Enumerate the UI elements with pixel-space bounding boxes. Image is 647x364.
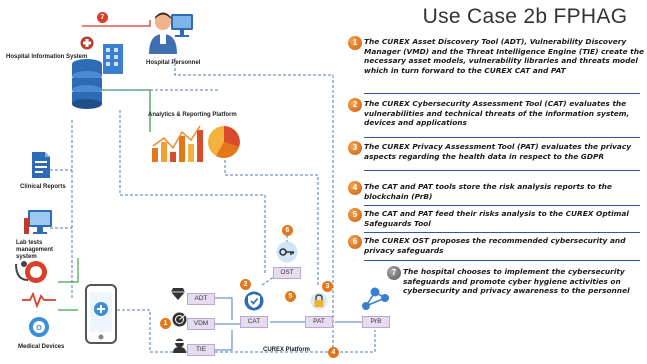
- stethoscope-icon: [14, 258, 50, 288]
- cat-box: CAT: [240, 316, 268, 328]
- step-4: 4 The CAT and PAT tools store the risk a…: [348, 181, 644, 207]
- step-4-text: The CAT and PAT tools store the risk ana…: [364, 182, 612, 201]
- database-icon: [70, 42, 110, 112]
- step-6-underline: [364, 260, 640, 261]
- ost-box: OST: [273, 267, 301, 279]
- wire-adt-cat: [208, 297, 233, 320]
- step-badge-2: 2: [240, 279, 251, 290]
- step-3: 3 The CUREX Privacy Assessment Tool (PAT…: [348, 141, 644, 179]
- adt-box: ADT: [187, 293, 215, 305]
- step-3-text: The CUREX Privacy Assessment Tool (PAT) …: [364, 142, 632, 161]
- step-1-underline: [364, 93, 640, 94]
- wire-his-personnel: [82, 20, 151, 27]
- medical-cross-icon: [80, 36, 94, 50]
- step-5: 5 The CAT and PAT feed their risks analy…: [348, 208, 644, 234]
- step-2: 2 The CUREX Cybersecurity Assessment Too…: [348, 98, 644, 138]
- step-2-text: The CUREX Cybersecurity Assessment Tool …: [364, 99, 630, 128]
- step-7-number: 7: [387, 266, 401, 280]
- step-7: 7 The hospital chooses to implement the …: [387, 266, 645, 308]
- his-label: Hospital Information System: [6, 54, 88, 60]
- lab-tests-label-text: Lab tests management system: [16, 240, 54, 260]
- curex-platform-label: CUREX Platform: [263, 347, 311, 353]
- wire-personnel-right: [174, 58, 334, 352]
- lab-tests-icon: [22, 208, 56, 236]
- step-badge-1: 1: [160, 318, 171, 329]
- step-1-number: 1: [348, 36, 362, 50]
- key-icon: [276, 241, 298, 263]
- wire-medical-green: [58, 258, 79, 283]
- lab-tests-label: Lab tests management system: [16, 240, 64, 261]
- heartbeat-icon: [22, 291, 56, 309]
- step-5-number: 5: [348, 208, 362, 222]
- spy-icon: [172, 337, 187, 353]
- connection-lines: [50, 20, 345, 353]
- step-2-number: 2: [348, 98, 362, 112]
- clinical-reports-label: Clinical Reports: [20, 184, 66, 190]
- lock-icon: [310, 292, 328, 310]
- step-1-text: The CUREX Asset Discovery Tool (ADT), Vu…: [364, 37, 644, 75]
- mobile-phone-icon: [84, 284, 118, 344]
- hospital-personnel-icon: [145, 8, 199, 58]
- wire-tie-cat: [208, 330, 233, 351]
- tie-box: TIE: [187, 344, 215, 356]
- step-6-number: 6: [348, 235, 362, 249]
- hospital-personnel-label: Hospital Personnel: [146, 60, 201, 66]
- shield-check-icon: [244, 291, 264, 311]
- wire-analytics-pat: [224, 150, 319, 285]
- step-badge-4: 4: [328, 347, 339, 358]
- step-3-number: 3: [348, 141, 362, 155]
- step-badge-3: 3: [322, 281, 333, 292]
- step-3-underline: [364, 170, 640, 171]
- clinical-reports-icon: [30, 150, 52, 180]
- vdm-box: VDM: [187, 318, 215, 330]
- pat-box: PAT: [305, 316, 333, 328]
- step-4-number: 4: [348, 181, 362, 195]
- architecture-diagram: Hospital Personnel 7 Hospital Informatio…: [6, 8, 345, 358]
- page-title: Use Case 2b FPHAG: [422, 5, 628, 28]
- network-nodes-icon: [360, 284, 390, 312]
- step-badge-5: 5: [285, 291, 296, 302]
- step-1: 1 The CUREX Asset Discovery Tool (ADT), …: [348, 36, 644, 94]
- use-case-panel: Use Case 2b FPHAG 1 The CUREX Asset Disc…: [345, 0, 647, 364]
- step-6-text: The CUREX OST proposes the recommended c…: [364, 236, 626, 255]
- hospital-building-icon: [100, 40, 126, 74]
- step-5-underline: [364, 232, 640, 233]
- prb-box: PrB: [362, 316, 390, 328]
- svg-text:O: O: [36, 325, 42, 332]
- diamond-icon: [170, 287, 186, 301]
- step-6: 6 The CUREX OST proposes the recommended…: [348, 235, 644, 263]
- step-4-underline: [364, 205, 640, 206]
- oxygen-sensor-icon: O: [28, 316, 50, 338]
- step-7-text: The hospital chooses to implement the cy…: [403, 267, 630, 296]
- analytics-chart-icon: [150, 122, 242, 164]
- step-2-underline: [364, 137, 640, 138]
- step-5-text: The CAT and PAT feed their risks analysi…: [364, 209, 629, 228]
- analytics-label: Analytics & Reporting Platform: [148, 112, 237, 118]
- step-badge-6: 6: [282, 225, 293, 236]
- radar-icon: [172, 312, 187, 327]
- wire-to-prb: [335, 321, 376, 353]
- wire-his-cat: [119, 110, 266, 275]
- medical-devices-label: Medical Devices: [18, 344, 65, 350]
- step-badge-7: 7: [97, 12, 108, 23]
